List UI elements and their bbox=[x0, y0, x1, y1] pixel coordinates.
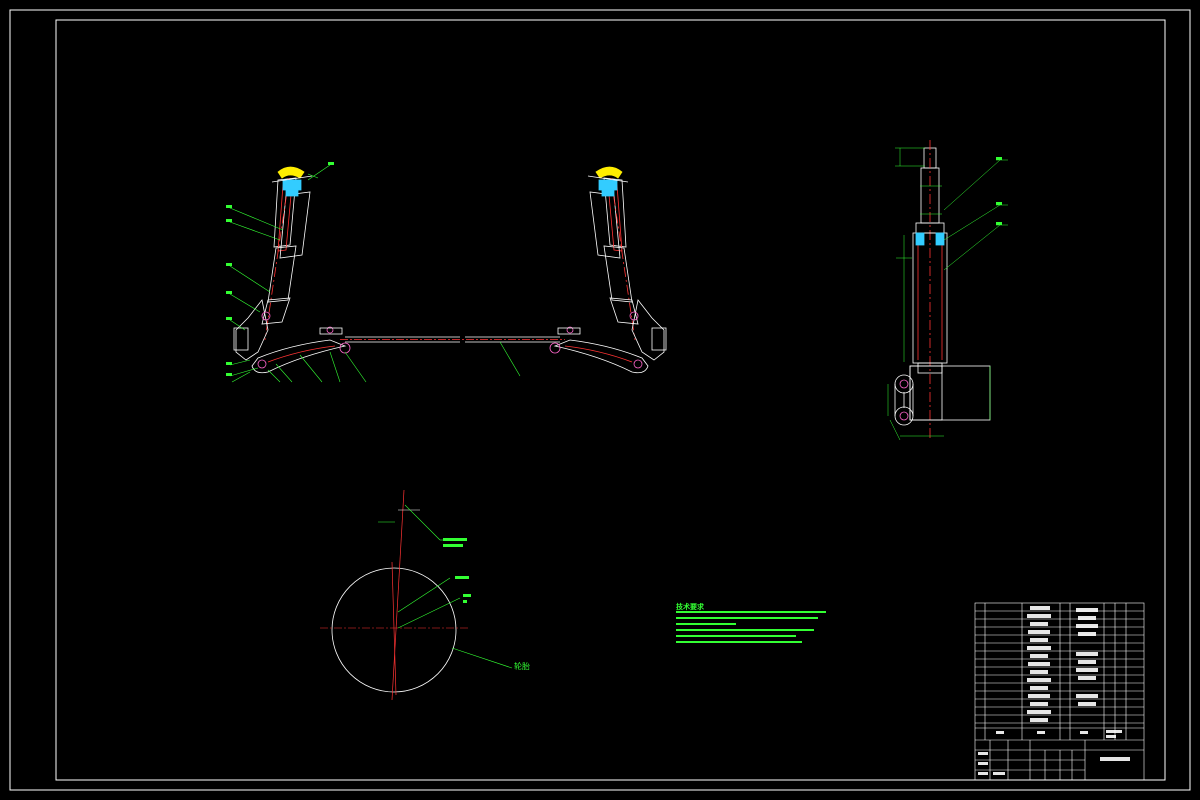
callout-number-marks bbox=[226, 157, 1002, 603]
strut-side-view bbox=[887, 140, 1008, 441]
tire-circle bbox=[331, 567, 457, 693]
suspension-assembly-front-view bbox=[229, 164, 667, 383]
technical-notes: 技术要求 bbox=[676, 602, 826, 614]
tire-label: 轮胎 bbox=[514, 662, 530, 671]
leader-lines-front bbox=[229, 164, 521, 383]
inner-frame bbox=[55, 19, 1166, 781]
outer-frame bbox=[9, 9, 1191, 791]
title-block bbox=[974, 602, 1145, 781]
right-strut bbox=[549, 166, 667, 374]
left-strut bbox=[233, 166, 351, 374]
wheel-alignment-diagram bbox=[320, 489, 513, 701]
technical-notes-title: 技术要求 bbox=[676, 603, 704, 611]
technical-notes-lines bbox=[676, 611, 826, 643]
stabilizer-bar bbox=[340, 336, 565, 343]
